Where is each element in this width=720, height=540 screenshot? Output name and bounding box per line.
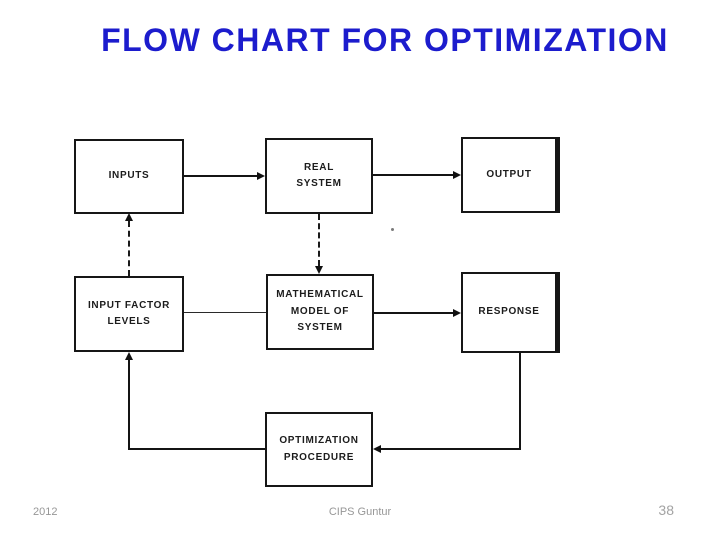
- arrowhead-up-icon: [125, 213, 133, 221]
- node-real-system: REAL SYSTEM: [265, 138, 373, 214]
- node-response: RESPONSE: [461, 272, 560, 353]
- node-mathematical-model: MATHEMATICAL MODEL OF SYSTEM: [266, 274, 374, 350]
- edge-inputs-to-real-system-line: [184, 175, 257, 177]
- node-label: OPTIMIZATION: [279, 435, 359, 446]
- scan-artifact-dot: [391, 228, 394, 231]
- footer-center-label: CIPS Guntur: [328, 506, 392, 518]
- edge-optimization-feedback-line: [129, 448, 265, 450]
- node-label: MODEL OF: [290, 305, 350, 317]
- node-label: SYSTEM: [297, 322, 343, 334]
- footer-year: 2012: [33, 506, 58, 518]
- node-inputs: INPUTS: [74, 139, 184, 214]
- node-label: SYSTEM: [296, 178, 342, 189]
- arrowhead-left-icon: [373, 445, 381, 453]
- node-label: RESPONSE: [478, 306, 540, 318]
- slide-title: FLOW CHART FOR OPTIMIZATION: [101, 22, 669, 58]
- arrowhead-right-icon: [257, 172, 265, 180]
- edge-input-factor-levels-to-mathematical-model-line: [184, 312, 266, 313]
- arrowhead-right-icon: [453, 171, 461, 179]
- node-input-factor-levels: INPUT FACTOR LEVELS: [74, 276, 184, 352]
- node-output: OUTPUT: [461, 137, 560, 213]
- footer-page-number: 38: [658, 502, 674, 518]
- edge-feedback-up-line: [128, 360, 130, 450]
- edge-response-to-optimization-line: [381, 448, 521, 450]
- arrowhead-right-icon: [453, 309, 461, 317]
- node-optimization-procedure: OPTIMIZATION PROCEDURE: [265, 412, 373, 487]
- node-label: REAL: [303, 161, 335, 173]
- edge-real-system-to-mathematical-model-dashed-line: [318, 214, 320, 266]
- node-label: INPUTS: [108, 170, 150, 182]
- node-label: OUTPUT: [486, 168, 532, 180]
- arrowhead-down-icon: [315, 266, 323, 274]
- node-label: INPUT FACTOR: [87, 299, 171, 311]
- edge-mathematical-model-to-response-line: [374, 312, 453, 314]
- edge-response-down-line: [519, 353, 521, 449]
- node-label: LEVELS: [107, 316, 151, 327]
- node-label: MATHEMATICAL: [276, 289, 364, 301]
- arrowhead-up-icon: [125, 352, 133, 360]
- edge-input-factor-levels-to-inputs-dashed-line: [128, 221, 130, 276]
- node-label: PROCEDURE: [283, 451, 355, 463]
- edge-real-system-to-output-line: [373, 174, 453, 176]
